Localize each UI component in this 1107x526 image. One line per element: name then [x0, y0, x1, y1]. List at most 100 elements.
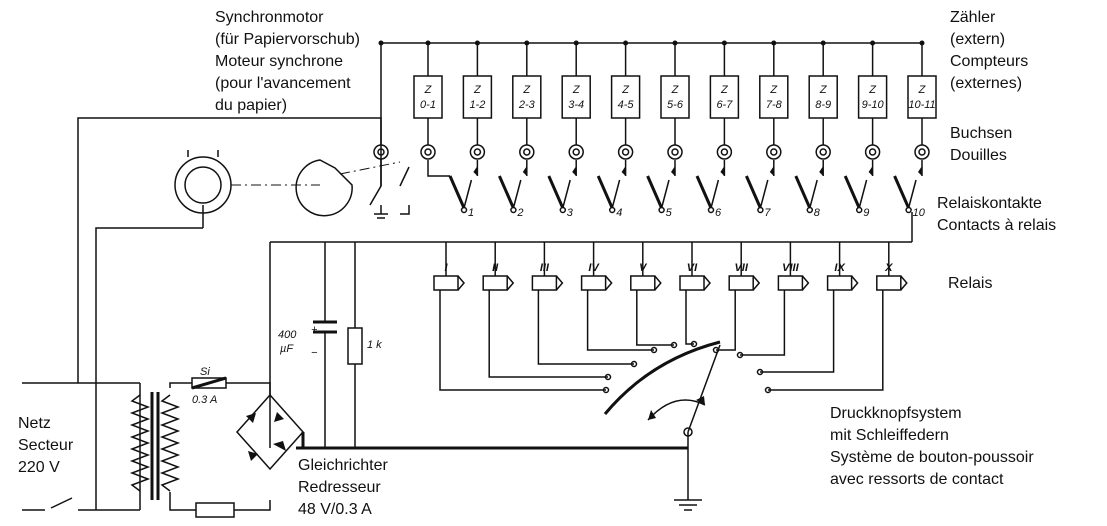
relay-pushbutton-wire — [439, 290, 606, 391]
contact-point — [608, 206, 616, 214]
bridge-rectifier-outline — [235, 393, 305, 471]
contact-link — [611, 179, 621, 209]
pushbutton-contact — [630, 360, 638, 368]
relay-coil — [531, 275, 558, 291]
contact-number: 3 — [567, 207, 574, 219]
contact-tab — [621, 166, 626, 176]
relay-numeral: VIII — [782, 262, 799, 274]
label-secteur: Secteur — [18, 437, 74, 454]
relay-III: III — [531, 242, 638, 368]
relay-diode — [703, 275, 711, 291]
relay-VI: VI — [679, 242, 711, 348]
relay-contact-5: 5 — [646, 160, 676, 219]
counter-letter: Z — [720, 84, 729, 96]
contact-tab — [918, 166, 922, 176]
label-netz: Netz — [18, 415, 51, 432]
motor-neutral-wire — [95, 227, 203, 510]
counter-0-1: Z0-1 — [413, 40, 443, 160]
relay-contact-10: 10 — [893, 160, 926, 219]
relay-numeral: IX — [834, 262, 845, 274]
cam-contact-left — [369, 159, 382, 206]
counter-letter: Z — [473, 84, 482, 96]
contact-number: 1 — [468, 207, 474, 219]
counter-letter: Z — [572, 84, 581, 96]
label-cap-plus: + — [311, 324, 318, 336]
contact-link — [809, 179, 818, 209]
fuse-element — [191, 376, 227, 390]
contact-blade — [547, 175, 565, 209]
counter-box — [857, 75, 888, 119]
relay-pushbutton-wire — [740, 290, 786, 356]
counter-box — [561, 75, 591, 119]
secondary-return-wire — [234, 500, 271, 511]
relay-pushbutton-wire — [716, 290, 736, 351]
label-fuse-name: Si — [200, 366, 210, 378]
relay-coil — [826, 275, 853, 291]
motor-rotor — [184, 166, 222, 204]
relay-coil — [679, 275, 705, 291]
contact-blade — [498, 175, 515, 209]
counter-6-7: Z6-7 — [709, 40, 740, 160]
label-buchsen: Buchsen — [950, 125, 1012, 142]
label-compteurs: Compteurs — [950, 53, 1028, 70]
contact-number: 8 — [814, 207, 821, 219]
counter-box — [462, 75, 493, 119]
counter-range: 5-6 — [667, 99, 684, 111]
contact-feed-wire — [427, 160, 450, 177]
contact-blade — [596, 175, 614, 209]
wiper-pivot — [683, 427, 693, 437]
contact-blade — [745, 175, 762, 209]
socket-outer — [469, 144, 486, 160]
transformer-secondary-winding — [159, 394, 181, 492]
contact-point — [757, 206, 764, 214]
pushbutton-contact — [690, 340, 698, 348]
relay-contact-8: 8 — [794, 160, 824, 219]
counter-8-9: Z8-9 — [808, 40, 838, 160]
relay-pushbutton-wire — [537, 290, 634, 365]
counter-7-8: Z 7-8 — [759, 40, 789, 160]
socket-outer — [519, 144, 535, 160]
socket-inner — [523, 148, 531, 156]
transformer-primary-winding — [129, 394, 151, 492]
socket-inner — [424, 148, 432, 156]
contact-number: 2 — [516, 207, 523, 219]
contact-tab — [671, 166, 675, 176]
socket-outer — [568, 144, 584, 160]
relay-coil — [630, 275, 656, 291]
label-douilles: Douilles — [950, 147, 1007, 164]
socket-inner — [473, 148, 482, 156]
relay-coil — [728, 275, 754, 291]
label-cap-unit: µF — [280, 343, 294, 355]
label-systeme-bouton: Système de bouton-poussoir — [830, 449, 1034, 466]
counter-3-4: Z3-4 — [561, 40, 591, 160]
relay-diode — [752, 275, 761, 291]
contact-point — [658, 206, 665, 214]
label-gleichrichter: Gleichrichter — [298, 457, 388, 474]
relay-diode — [457, 275, 465, 291]
contact-number: 5 — [666, 207, 673, 219]
relay-diode — [555, 275, 564, 291]
relay-numeral: II — [492, 262, 499, 274]
contact-tab — [819, 166, 824, 176]
counter-box — [512, 75, 542, 119]
contact-number: 9 — [863, 207, 869, 219]
relay-coil — [876, 275, 902, 291]
label-synchronmotor: Synchronmotor — [215, 9, 324, 26]
counter-range: 9-10 — [862, 99, 885, 111]
label-avancement: (pour l'avancement — [215, 75, 351, 92]
relay-pushbutton-wire — [636, 290, 674, 346]
relay-contact-2: 2 — [498, 160, 528, 219]
label-druckknopfsystem: Druckknopfsystem — [830, 405, 962, 422]
contact-number: 7 — [764, 207, 771, 219]
relay-IV: IV — [580, 242, 658, 354]
socket-outer — [667, 144, 683, 160]
counter-letter: Z — [769, 84, 778, 96]
relay-pushbutton-wire — [685, 290, 694, 345]
relay-IX: IX — [756, 242, 859, 376]
counter-range: 7-8 — [766, 99, 783, 111]
relay-numeral: IV — [588, 262, 600, 274]
contact-tab — [522, 166, 527, 176]
label-schleiffedern: mit Schleiffedern — [830, 427, 949, 444]
relay-X: X — [764, 242, 908, 394]
pushbutton-contact — [764, 386, 772, 394]
